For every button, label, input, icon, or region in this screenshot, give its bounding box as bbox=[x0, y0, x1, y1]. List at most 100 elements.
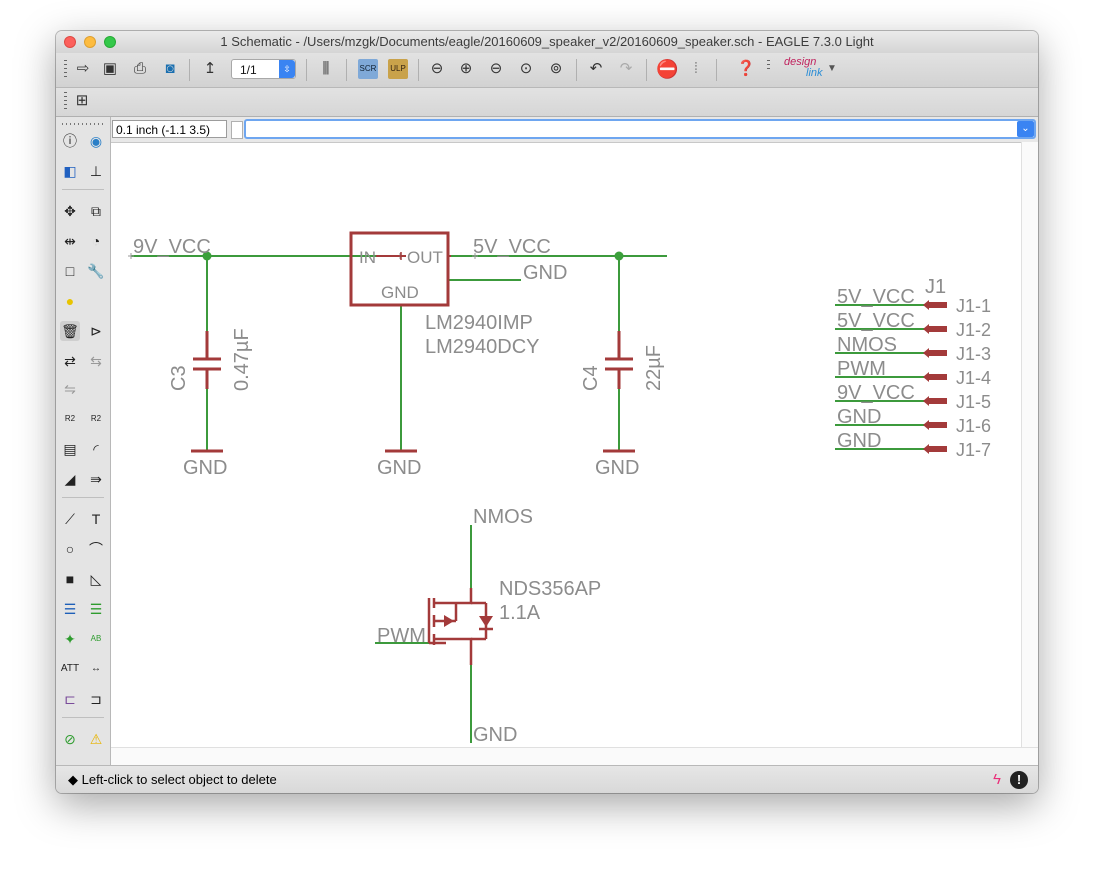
junction-icon[interactable]: ✦ bbox=[64, 631, 76, 647]
net-label-gnd-c4[interactable]: GND bbox=[595, 457, 639, 479]
c4-symbol[interactable] bbox=[605, 331, 633, 389]
design-link-logo[interactable]: design link bbox=[784, 57, 823, 79]
mirror-icon[interactable]: ⇹ bbox=[64, 233, 76, 249]
go-icon[interactable]: ⁞ bbox=[693, 60, 699, 77]
pinswap-icon[interactable]: ⇄ bbox=[64, 353, 76, 369]
net-label-gnd-c3[interactable]: GND bbox=[183, 457, 227, 479]
invoke-icon[interactable]: ⇛ bbox=[90, 471, 102, 487]
delete-icon[interactable]: 🗑 bbox=[60, 321, 80, 341]
wire-icon[interactable]: ⟋ bbox=[65, 511, 75, 527]
j1-pin-label[interactable]: J1-2 bbox=[956, 320, 991, 340]
cam-icon[interactable]: ◙ bbox=[165, 60, 175, 77]
page-up-icon[interactable]: ↥ bbox=[203, 60, 217, 77]
j1-pin-label[interactable]: J1-4 bbox=[956, 368, 991, 388]
net-label-pwm[interactable]: PWM bbox=[377, 625, 426, 647]
j1-net-label[interactable]: GND bbox=[837, 430, 881, 452]
zoom-in-icon[interactable]: ⊕ bbox=[459, 60, 473, 77]
command-line-input[interactable] bbox=[244, 119, 1036, 139]
mark-icon[interactable]: ⊥ bbox=[89, 163, 103, 179]
arc-icon[interactable]: ⌒ bbox=[89, 541, 103, 557]
open-icon[interactable]: ⇨ bbox=[76, 60, 90, 77]
value-icon[interactable]: R2 bbox=[90, 414, 102, 423]
errors-icon[interactable]: ⚠ bbox=[89, 731, 103, 747]
frame-icon[interactable]: ⊏ bbox=[64, 691, 76, 707]
page-stepper-icon[interactable]: ⇳ bbox=[279, 60, 295, 78]
attribute-icon[interactable]: ATT bbox=[60, 663, 80, 674]
copy-icon[interactable]: ⧉ bbox=[91, 203, 101, 219]
zoom-fit-icon[interactable]: ⊖ bbox=[430, 60, 444, 77]
schematic-canvas[interactable]: 9V_VCC 5V_VCC GND GND GND GND NMOS PWM G… bbox=[111, 142, 1021, 748]
net-label-gnd-reg-out[interactable]: GND bbox=[523, 262, 567, 284]
vertical-scrollbar[interactable] bbox=[1021, 142, 1038, 747]
connector-name[interactable]: J1 bbox=[925, 276, 946, 298]
c3-symbol[interactable] bbox=[193, 331, 221, 389]
text-icon[interactable]: T bbox=[91, 511, 101, 527]
smash-icon[interactable]: ▤ bbox=[63, 441, 77, 457]
regulator-value[interactable]: LM2940DCY bbox=[425, 336, 540, 358]
fet-name[interactable]: NDS356AP bbox=[499, 578, 601, 600]
c3-name[interactable]: C3 bbox=[168, 365, 190, 391]
group-icon[interactable]: □ bbox=[65, 263, 75, 279]
display-icon[interactable]: ◧ bbox=[63, 163, 77, 179]
erc-icon[interactable]: ⊘ bbox=[64, 731, 76, 747]
undo-icon[interactable]: ↶ bbox=[589, 60, 603, 77]
j1-pin-label[interactable]: J1-7 bbox=[956, 440, 991, 460]
run-icon[interactable]: ULP bbox=[388, 59, 408, 79]
split-icon[interactable]: ◢ bbox=[64, 471, 76, 487]
stop-icon[interactable]: ⛔ bbox=[656, 59, 679, 79]
zoom-redraw-icon[interactable]: ⊙ bbox=[519, 60, 533, 77]
page-selector[interactable]: 1/1 ⇳ bbox=[231, 59, 296, 79]
c4-value[interactable]: 22µF bbox=[643, 345, 665, 391]
c4-name[interactable]: C4 bbox=[580, 365, 602, 391]
help-icon[interactable]: ❓ bbox=[736, 60, 756, 77]
zoom-select-icon[interactable]: ⊚ bbox=[549, 60, 563, 77]
j1-net-label[interactable]: 5V_VCC bbox=[837, 286, 915, 308]
schematic-drawing[interactable]: 9V_VCC 5V_VCC GND GND GND GND NMOS PWM G… bbox=[111, 143, 1021, 748]
info-icon[interactable]: ⓘ bbox=[63, 133, 77, 149]
bars-icon[interactable]: ⫼ bbox=[322, 60, 330, 77]
regulator-name[interactable]: LM2940IMP bbox=[425, 312, 533, 334]
bus-icon[interactable]: ☰ bbox=[63, 601, 77, 617]
name-icon[interactable]: R2 bbox=[64, 414, 76, 423]
redo-icon[interactable]: ↷ bbox=[619, 60, 633, 77]
j1-net-label[interactable]: 9V_VCC bbox=[837, 382, 915, 404]
net-label-gnd-reg[interactable]: GND bbox=[377, 457, 421, 479]
zoom-out-icon[interactable]: ⊖ bbox=[489, 60, 503, 77]
change-icon[interactable]: 🔧 bbox=[87, 263, 105, 279]
lightning-icon[interactable]: ϟ bbox=[993, 771, 1001, 788]
net-label-gnd-fet[interactable]: GND bbox=[473, 724, 517, 746]
miter-icon[interactable]: ◜ bbox=[93, 441, 99, 457]
net-label-5v[interactable]: 5V_VCC bbox=[473, 236, 551, 258]
j1-pin-label[interactable]: J1-5 bbox=[956, 392, 991, 412]
rect-icon[interactable]: ■ bbox=[65, 571, 75, 587]
alert-icon[interactable]: ! bbox=[1010, 771, 1028, 789]
dimension-icon[interactable]: ↔ bbox=[91, 663, 101, 674]
minimize-window-button[interactable] bbox=[84, 36, 96, 48]
circle-icon[interactable]: ○ bbox=[65, 541, 75, 557]
regulator-body[interactable] bbox=[349, 231, 450, 307]
grid-icon[interactable]: ⊞ bbox=[75, 92, 89, 109]
toolbar-grip[interactable] bbox=[64, 60, 67, 80]
horizontal-scrollbar[interactable] bbox=[111, 747, 1038, 766]
print-icon[interactable]: ⎙ bbox=[133, 60, 146, 77]
net-label-nmos[interactable]: NMOS bbox=[473, 506, 533, 528]
toolbar-grip[interactable] bbox=[64, 92, 67, 112]
j1-pin-label[interactable]: J1-1 bbox=[956, 296, 991, 316]
zoom-window-button[interactable] bbox=[104, 36, 116, 48]
polygon-icon[interactable]: ◺ bbox=[90, 571, 102, 587]
frame2-icon[interactable]: ⊐ bbox=[90, 691, 102, 707]
j1-net-label[interactable]: NMOS bbox=[837, 334, 897, 356]
j1-pin-label[interactable]: J1-3 bbox=[956, 344, 991, 364]
chevron-down-icon[interactable]: ▼ bbox=[827, 63, 837, 74]
j1-pin-label[interactable]: J1-6 bbox=[956, 416, 991, 436]
close-window-button[interactable] bbox=[64, 36, 76, 48]
replace-icon[interactable]: ⇆ bbox=[90, 353, 102, 369]
gateswap-icon[interactable]: ⇋ bbox=[64, 381, 76, 397]
add-icon[interactable]: ⊳ bbox=[90, 323, 102, 339]
j1-net-label[interactable]: 5V_VCC bbox=[837, 310, 915, 332]
label-icon[interactable]: AB bbox=[90, 634, 102, 643]
rotate-icon[interactable]: ◔ bbox=[91, 233, 101, 249]
show-icon[interactable]: ◉ bbox=[89, 133, 103, 149]
fet-value[interactable]: 1.1A bbox=[499, 602, 541, 624]
c3-value[interactable]: 0.47µF bbox=[231, 328, 253, 391]
